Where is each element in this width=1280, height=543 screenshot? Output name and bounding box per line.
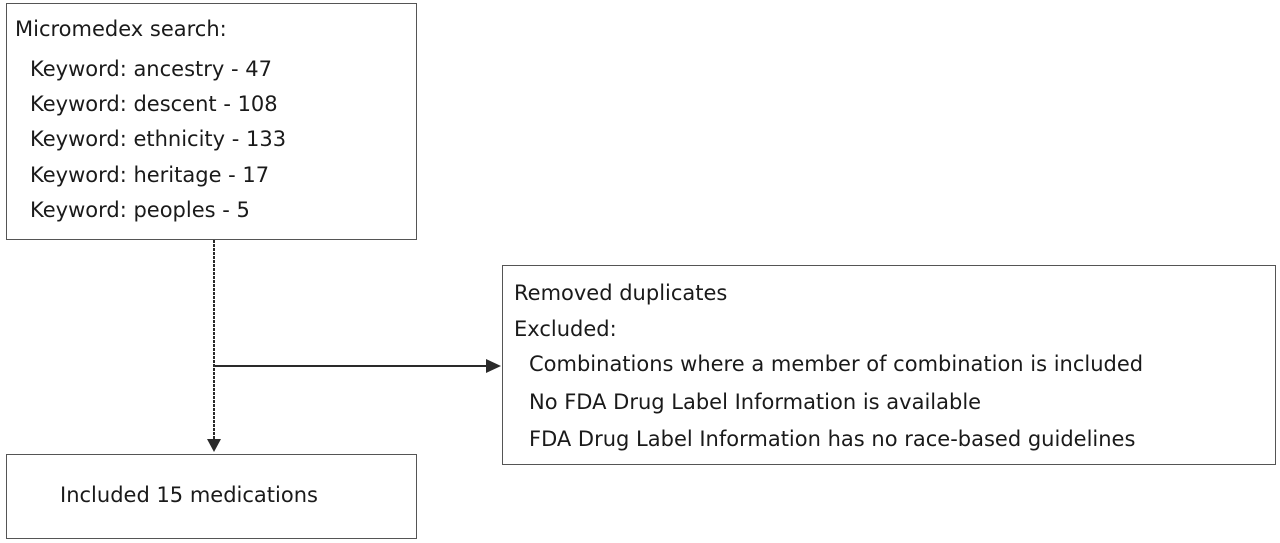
- result-box: Included 15 medications: [6, 454, 417, 539]
- removed-duplicates-label: Removed duplicates: [514, 281, 728, 305]
- exclusion-criterion: No FDA Drug Label Information is availab…: [529, 390, 982, 414]
- exclusion-criterion: FDA Drug Label Information has no race-b…: [529, 427, 1136, 451]
- right-arrowhead: [486, 359, 501, 373]
- keyword-item: Keyword: heritage - 17: [30, 163, 270, 187]
- result-text: Included 15 medications: [60, 483, 318, 507]
- keyword-item: Keyword: ethnicity - 133: [30, 127, 287, 151]
- exclusion-criterion: Combinations where a member of combinati…: [529, 352, 1144, 376]
- exclusion-box: Removed duplicates Excluded: Combination…: [502, 265, 1276, 465]
- down-arrowhead: [207, 439, 221, 452]
- keyword-item: Keyword: peoples - 5: [30, 198, 250, 222]
- keyword-item: Keyword: descent - 108: [30, 92, 278, 116]
- keyword-item: Keyword: ancestry - 47: [30, 57, 272, 81]
- search-title: Micromedex search:: [15, 17, 227, 41]
- search-box: Micromedex search: Keyword: ancestry - 4…: [6, 3, 417, 240]
- excluded-label: Excluded:: [514, 317, 617, 341]
